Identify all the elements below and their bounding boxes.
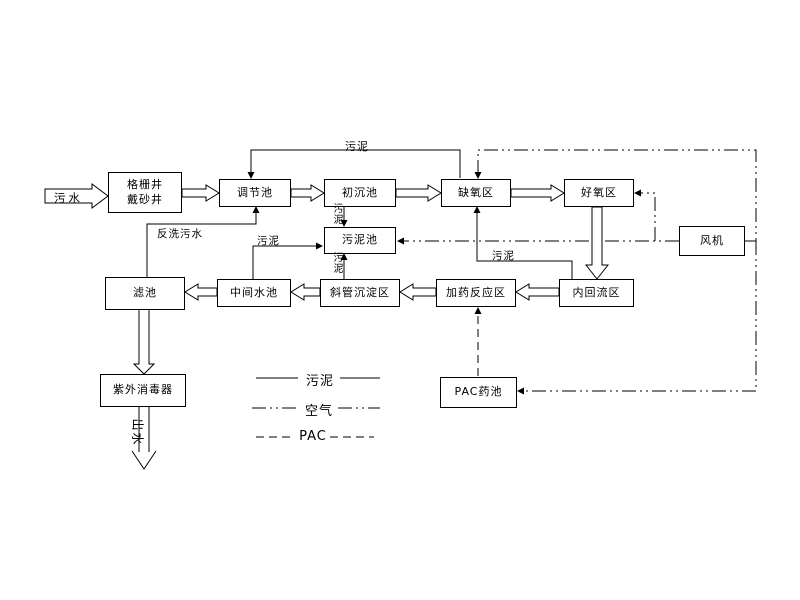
- box-grit-well-line1: 格栅井: [127, 177, 163, 191]
- arrowhead-into-regulating-top: [247, 172, 255, 179]
- block-arrow-anoxic-to-aerobic: [510, 184, 565, 202]
- line-sludge-return-top: [250, 149, 461, 178]
- arrowhead-into-anoxic-bottom: [473, 206, 481, 213]
- box-aerobic-zone: 好氧区: [564, 179, 634, 207]
- line-intermediate-sludge: [252, 245, 317, 279]
- effluent-open-arrowhead: [131, 450, 157, 470]
- label-effluent: 出水: [130, 418, 145, 447]
- line-recirculation-sludge: [476, 212, 573, 279]
- label-backwash-water: 反洗污水: [157, 228, 203, 240]
- box-filter-tank: 滤池: [105, 277, 185, 310]
- block-arrow-dosing-to-inclined: [399, 283, 437, 301]
- block-arrow-recirculation-to-dosing: [515, 283, 560, 301]
- block-arrow-intermediate-to-filter: [184, 283, 218, 301]
- label-settling-sludge: 污泥: [331, 252, 342, 274]
- block-arrow-regulating-to-primary: [290, 184, 325, 202]
- label-recirculation-sludge: 污泥: [492, 250, 515, 262]
- line-air-to-aerobic: [640, 192, 656, 241]
- arrowhead-air-into-sludge-tank: [397, 237, 404, 245]
- line-backwash-water: [146, 212, 257, 277]
- legend-label-air: 空气: [304, 404, 333, 419]
- box-grit-well-line2: 戴砂井: [127, 192, 163, 206]
- box-regulating-tank: 调节池: [219, 179, 291, 207]
- block-arrow-primary-to-anoxic: [395, 184, 442, 202]
- block-arrow-grit-to-regulating: [181, 184, 220, 202]
- box-sludge-tank: 污泥池: [324, 227, 396, 254]
- box-blower: 风机: [679, 226, 745, 256]
- block-arrow-aerobic-to-recirculation: [584, 206, 610, 280]
- arrowhead-into-sludge-tank-left: [316, 242, 323, 250]
- label-influent: 污水: [54, 191, 83, 205]
- block-arrow-inclined-to-intermediate: [290, 283, 321, 301]
- label-top-sludge: 污泥: [345, 140, 369, 153]
- line-air-to-pac-tank: [523, 241, 757, 392]
- arrowhead-air-into-aerobic: [634, 189, 641, 197]
- arrowhead-into-sludge-tank-top: [340, 220, 348, 227]
- box-inclined-tube-settling: 斜管沉淀区: [320, 279, 400, 307]
- box-primary-sedimentation: 初沉池: [324, 179, 396, 207]
- arrowhead-into-regulating-bottom: [252, 206, 260, 213]
- arrowhead-pac-into-dosing: [474, 307, 482, 314]
- label-primary-sludge: 污泥: [331, 203, 342, 225]
- box-pac-tank: PAC药池: [440, 377, 517, 408]
- box-internal-recirculation-zone: 内回流区: [559, 279, 634, 307]
- label-intermediate-sludge: 污泥: [257, 235, 280, 247]
- arrowhead-air-into-anoxic-top: [474, 172, 482, 179]
- box-uv-disinfector: 紫外消毒器: [100, 374, 186, 407]
- box-anoxic-zone: 缺氧区: [441, 179, 511, 207]
- arrowhead-into-sludge-tank-bottom: [340, 253, 348, 260]
- box-dosing-reaction-zone: 加药反应区: [436, 279, 516, 307]
- box-grit-well: 格栅井 戴砂井: [108, 172, 182, 213]
- box-intermediate-tank: 中间水池: [217, 279, 291, 307]
- line-air-to-anoxic: [477, 149, 757, 242]
- arrowhead-air-into-pac-tank: [517, 387, 524, 395]
- block-arrow-influent: [44, 183, 109, 209]
- legend-label-pac: PAC: [299, 429, 327, 444]
- block-arrow-filter-to-uv: [132, 308, 156, 375]
- legend-label-sludge: 污泥: [305, 374, 334, 389]
